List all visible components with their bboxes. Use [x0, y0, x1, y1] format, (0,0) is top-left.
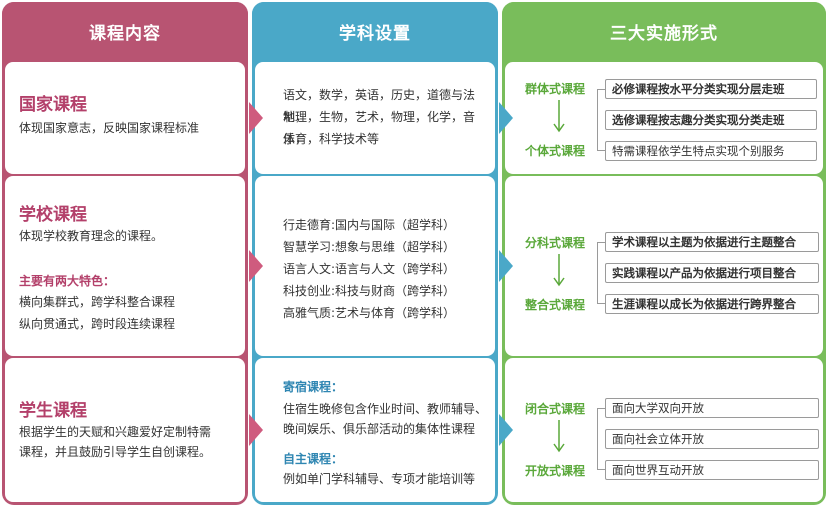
school-content-cell: 学校课程 体现学校教育理念的课程。 主要有两大特色： 横向集群式，跨学科整合课程… — [5, 176, 245, 356]
arrow-right-icon — [249, 414, 263, 446]
national-subjects-line: 语文，数学，英语，历史，道德与法制， — [283, 88, 476, 124]
form-label-bottom: 个体式课程 — [525, 144, 586, 158]
form-label-bottom: 整合式课程 — [525, 298, 586, 312]
form-item: 生涯课程以成长为依据进行跨界整合 — [605, 294, 819, 314]
boarding-line: 住宿生晚修包含作业时间、教师辅导、 — [283, 402, 488, 416]
form-item: 面向社会立体开放 — [605, 429, 819, 449]
school-subject: 行走德育:国内与国际（超学科） — [283, 218, 456, 232]
form-item: 学术课程以主题为依据进行主题整合 — [605, 232, 819, 252]
form-label-top: 群体式课程 — [525, 82, 586, 96]
down-arrow-icon — [553, 420, 565, 453]
row-student: 学生课程 根据学生的天赋和兴趣爱好定制特需 课程，并且鼓励引导学生自创课程。 寄… — [5, 358, 823, 502]
arrow-right-icon — [499, 414, 513, 446]
autonomous-line: 例如单门学科辅导、专项才能培训等 — [283, 472, 476, 486]
school-forms-cell: 分科式课程 整合式课程 学术课程以主题为依据进行主题整合 实践课程以产品为依据进… — [505, 176, 823, 356]
row-school: 学校课程 体现学校教育理念的课程。 主要有两大特色： 横向集群式，跨学科整合课程… — [5, 176, 823, 356]
school-subject: 高雅气质:艺术与体育（跨学科） — [283, 306, 456, 320]
form-item: 必修课程按水平分类实现分层走班 — [605, 79, 817, 99]
header-course-content: 课程内容 — [2, 2, 248, 60]
student-subjects-cell: 寄宿课程： 住宿生晚修包含作业时间、教师辅导、 晚间娱乐、俱乐部活动的集体性课程… — [255, 358, 495, 502]
school-feature: 纵向贯通式，跨时段连续课程 — [19, 317, 176, 331]
bracket — [597, 408, 605, 470]
form-item: 面向世界互动开放 — [605, 460, 819, 480]
student-title: 学生课程 — [19, 401, 87, 421]
down-arrow-icon — [553, 254, 565, 287]
form-item: 实践课程以产品为依据进行项目整合 — [605, 263, 819, 283]
form-label-top: 分科式课程 — [525, 236, 586, 250]
form-item: 选修课程按志趣分类实现分类走班 — [605, 110, 817, 130]
form-label-top: 闭合式课程 — [525, 402, 586, 416]
boarding-line: 晚间娱乐、俱乐部活动的集体性课程 — [283, 422, 476, 436]
student-desc: 课程，并且鼓励引导学生自创课程。 — [19, 445, 212, 459]
arrow-right-icon — [249, 102, 263, 134]
national-desc: 体现国家意志，反映国家课程标准 — [19, 121, 200, 135]
national-content-cell: 国家课程 体现国家意志，反映国家课程标准 — [5, 62, 245, 174]
autonomous-head: 自主课程： — [283, 452, 344, 466]
down-arrow-icon — [553, 100, 565, 133]
boarding-head: 寄宿课程： — [283, 380, 344, 394]
form-label-bottom: 开放式课程 — [525, 464, 586, 478]
school-title: 学校课程 — [19, 205, 87, 225]
header-subjects: 学科设置 — [252, 2, 498, 60]
school-feature-head: 主要有两大特色： — [19, 274, 116, 288]
school-subject: 语言人文:语言与人文（跨学科） — [283, 262, 456, 276]
school-subject: 科技创业:科技与财商（跨学科） — [283, 284, 456, 298]
school-subjects-cell: 行走德育:国内与国际（超学科） 智慧学习:想象与思维（超学科） 语言人文:语言与… — [255, 176, 495, 356]
school-desc: 体现学校教育理念的课程。 — [19, 229, 164, 243]
student-forms-cell: 闭合式课程 开放式课程 面向大学双向开放 面向社会立体开放 面向世界互动开放 — [505, 358, 823, 502]
arrow-right-icon — [249, 250, 263, 282]
form-item: 特需课程依学生特点实现个别服务 — [605, 141, 817, 161]
national-subjects-line: 体育，科学技术等 — [283, 132, 380, 146]
bracket — [597, 242, 605, 304]
row-national: 国家课程 体现国家意志，反映国家课程标准 语文，数学，英语，历史，道德与法制， … — [5, 62, 823, 174]
school-feature: 横向集群式，跨学科整合课程 — [19, 295, 176, 309]
form-item: 面向大学双向开放 — [605, 398, 819, 418]
header-forms: 三大实施形式 — [502, 2, 826, 60]
student-content-cell: 学生课程 根据学生的天赋和兴趣爱好定制特需 课程，并且鼓励引导学生自创课程。 — [5, 358, 245, 502]
student-desc: 根据学生的天赋和兴趣爱好定制特需 — [19, 425, 212, 439]
arrow-right-icon — [499, 250, 513, 282]
national-forms-cell: 群体式课程 个体式课程 必修课程按水平分类实现分层走班 选修课程按志趣分类实现分… — [505, 62, 823, 174]
arrow-right-icon — [499, 102, 513, 134]
school-subject: 智慧学习:想象与思维（超学科） — [283, 240, 456, 254]
national-title: 国家课程 — [19, 95, 87, 115]
bracket — [597, 89, 605, 151]
national-subjects-cell: 语文，数学，英语，历史，道德与法制， 地理，生物，艺术，物理，化学，音乐， 体育… — [255, 62, 495, 174]
national-subjects-line: 地理，生物，艺术，物理，化学，音乐， — [283, 110, 476, 146]
